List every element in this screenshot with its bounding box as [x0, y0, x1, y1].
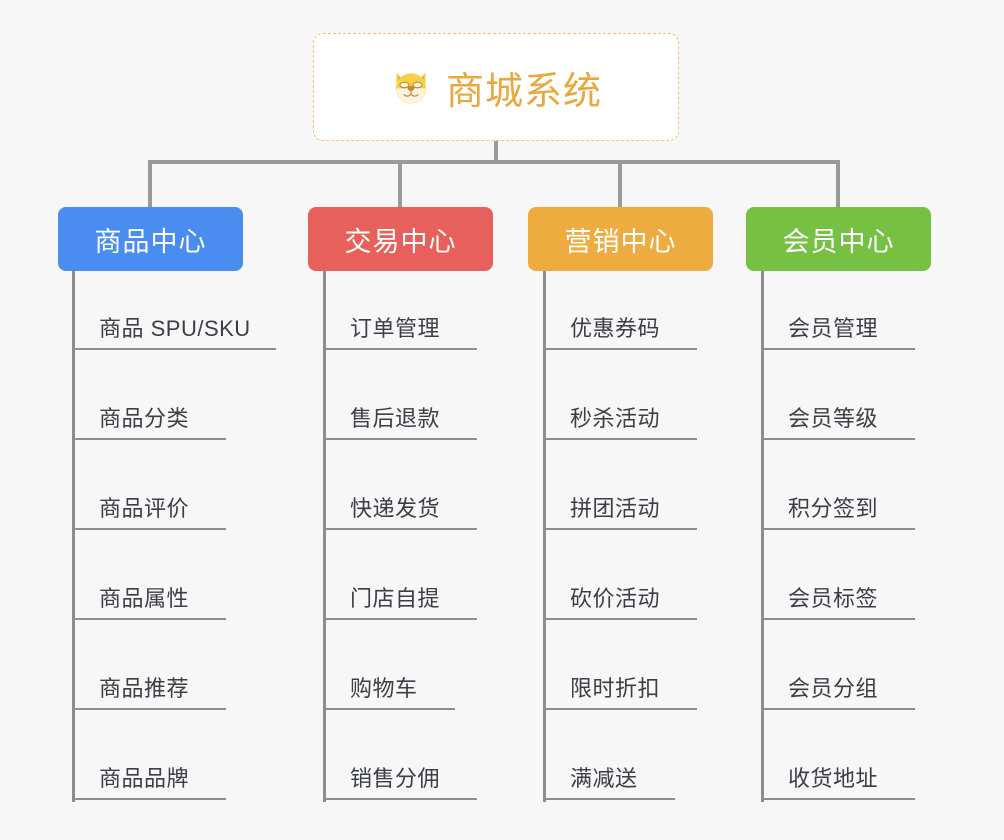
- leaf-underline: [761, 528, 915, 530]
- branch-trunk-marketing: [543, 271, 546, 802]
- leaf-label: 会员等级: [788, 406, 879, 431]
- leaf-underline: [323, 348, 477, 350]
- category-header-product[interactable]: 商品中心: [58, 207, 243, 271]
- branch-drop-connector-3: [618, 160, 622, 208]
- branch-trunk-trade: [323, 271, 326, 802]
- leaf-underline: [72, 528, 226, 530]
- leaf-label: 购物车: [350, 676, 418, 701]
- leaf-label: 会员分组: [788, 676, 879, 701]
- leaf-label: 商品 SPU/SKU: [99, 316, 251, 341]
- leaf-label: 商品评价: [99, 496, 190, 521]
- dog-face-icon: [390, 66, 432, 108]
- leaf-underline: [323, 438, 477, 440]
- category-header-label: 商品中心: [94, 226, 207, 257]
- leaf-label: 会员标签: [788, 586, 879, 611]
- leaf-label: 售后退款: [350, 406, 441, 431]
- branch-drop-connector-1: [148, 160, 152, 208]
- branch-drop-connector-2: [398, 160, 402, 208]
- leaf-underline: [543, 528, 697, 530]
- leaf-label: 销售分佣: [350, 766, 441, 791]
- branch-trunk-product: [72, 271, 75, 802]
- leaf-label: 优惠券码: [570, 316, 661, 341]
- leaf-label: 秒杀活动: [570, 406, 661, 431]
- leaf-underline: [72, 438, 226, 440]
- leaf-label: 限时折扣: [570, 676, 661, 701]
- leaf-underline: [323, 708, 455, 710]
- leaf-underline: [543, 798, 675, 800]
- leaf-label: 订单管理: [350, 316, 441, 341]
- category-header-marketing[interactable]: 营销中心: [528, 207, 713, 271]
- branch-drop-connector-4: [836, 160, 840, 208]
- leaf-underline: [72, 708, 226, 710]
- root-stem-connector: [494, 141, 498, 162]
- leaf-label: 砍价活动: [570, 586, 661, 611]
- category-header-trade[interactable]: 交易中心: [308, 207, 493, 271]
- leaf-underline: [543, 618, 697, 620]
- leaf-underline: [543, 708, 697, 710]
- leaf-underline: [323, 528, 477, 530]
- leaf-underline: [323, 618, 477, 620]
- leaf-underline: [761, 618, 915, 620]
- leaf-label: 会员管理: [788, 316, 879, 341]
- leaf-underline: [761, 708, 915, 710]
- leaf-label: 拼团活动: [570, 496, 661, 521]
- horizontal-bus-connector: [150, 160, 840, 164]
- category-header-member[interactable]: 会员中心: [746, 207, 931, 271]
- leaf-underline: [323, 798, 477, 800]
- leaf-label: 积分签到: [788, 496, 879, 521]
- leaf-underline: [543, 348, 697, 350]
- leaf-label: 商品推荐: [99, 676, 190, 701]
- root-title: 商城系统: [445, 70, 602, 113]
- root-node[interactable]: 商城系统: [313, 33, 679, 141]
- leaf-underline: [761, 798, 915, 800]
- leaf-underline: [761, 438, 915, 440]
- leaf-label: 门店自提: [350, 586, 441, 611]
- leaf-underline: [543, 438, 697, 440]
- leaf-label: 商品属性: [99, 586, 190, 611]
- category-header-label: 交易中心: [344, 226, 457, 257]
- branch-trunk-member: [761, 271, 764, 802]
- leaf-label: 快递发货: [350, 496, 441, 521]
- leaf-underline: [72, 798, 226, 800]
- leaf-label: 收货地址: [788, 766, 879, 791]
- category-header-label: 营销中心: [564, 226, 677, 257]
- leaf-underline: [72, 348, 276, 350]
- leaf-label: 商品品牌: [99, 766, 190, 791]
- leaf-label: 满减送: [570, 766, 638, 791]
- leaf-label: 商品分类: [99, 406, 190, 431]
- category-header-label: 会员中心: [782, 226, 895, 257]
- leaf-underline: [72, 618, 226, 620]
- leaf-underline: [761, 348, 915, 350]
